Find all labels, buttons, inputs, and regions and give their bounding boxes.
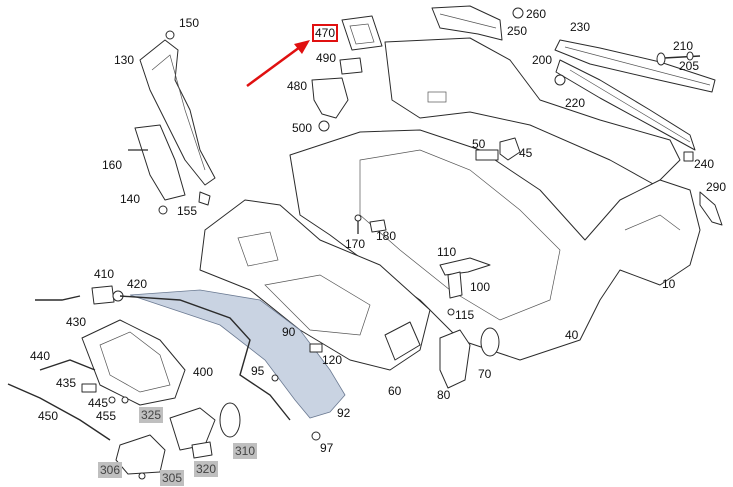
screw-115 — [447, 308, 455, 316]
label-400: 400 — [193, 365, 214, 379]
label-80: 80 — [437, 388, 451, 402]
highlight-arrow — [246, 40, 310, 88]
bracket-430 — [81, 319, 186, 406]
lower-panel-90 — [199, 199, 431, 371]
label-306: 306 — [98, 462, 123, 478]
mount-80 — [439, 329, 471, 389]
label-220: 220 — [565, 96, 586, 110]
label-450: 450 — [38, 409, 59, 423]
ring-70 — [480, 327, 500, 357]
screw-445 — [108, 396, 116, 404]
screw-95 — [271, 374, 279, 382]
bolt-210 — [656, 51, 701, 66]
label-50: 50 — [472, 137, 486, 151]
label-435: 435 — [56, 376, 77, 390]
label-40: 40 — [565, 328, 579, 342]
label-110: 110 — [437, 245, 457, 259]
grille-60 — [384, 321, 421, 361]
label-10: 10 — [662, 277, 676, 291]
label-140: 140 — [120, 192, 141, 206]
label-490: 490 — [316, 51, 337, 65]
label-260: 260 — [526, 7, 547, 21]
wire-450 — [7, 383, 111, 441]
label-180: 180 — [376, 229, 397, 243]
bracket-130 — [139, 39, 216, 186]
label-455: 455 — [96, 409, 117, 423]
label-97: 97 — [320, 441, 334, 455]
bracket-480 — [311, 77, 349, 119]
bracket-325 — [169, 407, 216, 451]
label-155: 155 — [177, 204, 198, 218]
panel-306 — [115, 434, 166, 475]
label-250: 250 — [507, 24, 528, 38]
screw-305 — [138, 472, 146, 480]
label-45: 45 — [519, 146, 533, 160]
label-470: 470 — [312, 24, 339, 42]
label-90: 90 — [282, 325, 296, 339]
trim-strip-230 — [554, 39, 716, 93]
label-440: 440 — [30, 349, 51, 363]
screw-455 — [121, 396, 129, 404]
label-500: 500 — [292, 121, 313, 135]
label-430: 430 — [66, 315, 87, 329]
label-70: 70 — [478, 367, 492, 381]
clip-180 — [369, 219, 387, 233]
upper-bumper-cover — [384, 37, 681, 186]
label-325: 325 — [139, 407, 164, 423]
label-160: 160 — [102, 158, 123, 172]
label-100: 100 — [470, 280, 491, 294]
label-205: 205 — [679, 59, 700, 73]
label-320: 320 — [194, 461, 219, 477]
label-230: 230 — [570, 20, 591, 34]
label-170: 170 — [345, 237, 366, 251]
label-240: 240 — [694, 157, 715, 171]
label-210: 210 — [673, 39, 694, 53]
cover-470 — [341, 15, 383, 51]
bracket-100 — [447, 271, 463, 299]
panel-140 — [134, 124, 186, 201]
label-130: 130 — [114, 53, 135, 67]
connector-410 — [91, 285, 115, 305]
label-305: 305 — [160, 470, 185, 486]
clip-435 — [81, 383, 97, 393]
label-150: 150 — [179, 16, 200, 30]
clip-120 — [309, 343, 323, 353]
screw-170 — [354, 214, 362, 234]
bracket-250 — [431, 5, 503, 41]
bracket-110 — [439, 257, 491, 276]
part-50 — [475, 149, 499, 161]
wire-harness-440 — [35, 295, 291, 421]
label-200: 200 — [532, 53, 553, 67]
diffuser-92 — [129, 289, 346, 419]
screw-97 — [311, 431, 321, 441]
label-480: 480 — [287, 79, 308, 93]
nut-260 — [512, 7, 524, 19]
fastener-150 — [165, 30, 175, 40]
label-410: 410 — [94, 267, 115, 281]
label-290: 290 — [706, 180, 727, 194]
clip-155b — [198, 191, 211, 206]
label-445: 445 — [88, 396, 109, 410]
trim-290 — [699, 191, 723, 226]
label-95: 95 — [251, 364, 265, 378]
clip-320 — [191, 441, 213, 459]
ring-310 — [219, 402, 241, 438]
nut-500 — [318, 120, 330, 132]
sensor-45 — [499, 137, 521, 161]
cover-490 — [339, 57, 363, 75]
nut-220 — [554, 74, 566, 86]
clip-240 — [683, 151, 694, 162]
bracket-strip-200 — [555, 59, 696, 151]
label-310: 310 — [233, 443, 258, 459]
label-115: 115 — [455, 308, 475, 322]
label-420: 420 — [127, 277, 148, 291]
label-92: 92 — [337, 406, 351, 420]
label-120: 120 — [322, 353, 343, 367]
clip-155 — [158, 205, 168, 215]
label-60: 60 — [388, 384, 402, 398]
